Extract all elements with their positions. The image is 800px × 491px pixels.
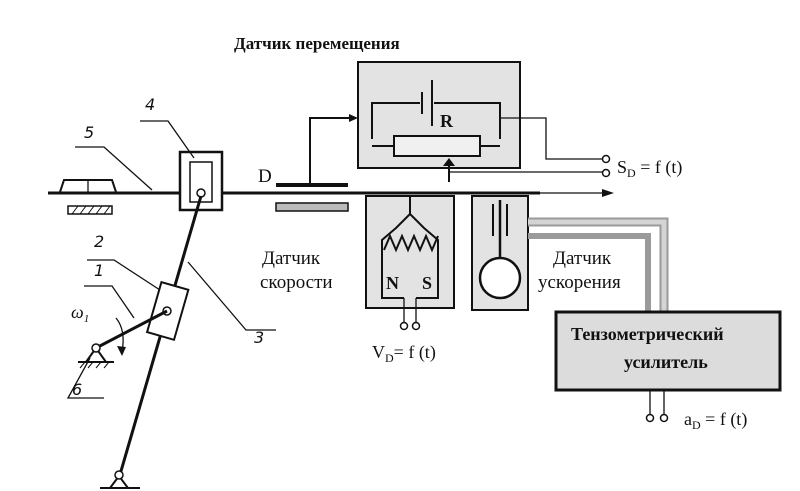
leader-6 (66, 357, 104, 399)
leader-4 (140, 120, 195, 159)
accel-sensor-label-1: Датчик (553, 248, 612, 269)
omega-arrow (117, 346, 126, 356)
leader-3 (187, 261, 276, 331)
link-number-2: 2 (94, 232, 104, 251)
displacement-sensor-title: Датчик перемещения (234, 34, 400, 53)
omega-label: ω1 (71, 302, 89, 325)
accel-cable-2 (528, 233, 651, 312)
link-number-1: 1 (94, 261, 104, 280)
velocity-sensor-label-2: скорости (260, 272, 333, 293)
rocker-link (117, 195, 203, 479)
rocker-pivot (114, 470, 124, 480)
armature-bottom (275, 202, 349, 212)
amplifier-label-1: Тензометрический (571, 324, 724, 344)
link-number-6: 6 (72, 380, 82, 399)
terminal-v-left (399, 321, 409, 331)
accel-equation: aD = f (t) (684, 409, 747, 432)
terminal-s-top (601, 154, 611, 164)
crank-link (95, 309, 168, 350)
accel-sensor-label-2: ускорения (538, 272, 621, 293)
resistor-label: R (440, 111, 454, 131)
slider-pin (196, 188, 206, 198)
displacement-equation: SD = f (t) (617, 157, 682, 180)
link-number-5: 5 (84, 123, 94, 142)
circuit-wire-right (434, 102, 501, 139)
link-number-3: 3 (254, 328, 264, 347)
tensometric-amplifier-box (554, 310, 782, 392)
leader-5 (75, 146, 153, 191)
potentiometer-resistor (393, 135, 481, 157)
magnet-right-arm (409, 213, 439, 299)
terminal-a-right (659, 413, 669, 423)
magnet-left-arm (381, 213, 411, 299)
accel-proof-mass (478, 256, 522, 300)
link-number-4: 4 (145, 95, 155, 114)
slider-block-inner (189, 161, 213, 203)
terminal-s-bottom (601, 168, 611, 178)
velocity-sensor-label-1: Датчик (262, 248, 321, 269)
output-wire-upper (500, 117, 602, 160)
leader-1 (84, 285, 135, 319)
displacement-link-arrow (349, 114, 358, 122)
crank-pivot (91, 343, 101, 353)
wiper-arrow (443, 158, 455, 166)
pole-s-label: S (422, 273, 432, 293)
velocity-coil (383, 233, 439, 253)
point-d-label: D (258, 166, 272, 187)
terminal-v-right (411, 321, 421, 331)
guide-ground (67, 205, 113, 215)
crank-ground-hatch (79, 361, 110, 369)
circuit-wire-left (371, 102, 420, 139)
armature-top (276, 183, 348, 187)
accel-cable-inner (528, 219, 667, 312)
terminal-a-left (645, 413, 655, 423)
amplifier-label-2: усилитель (624, 352, 708, 372)
guide-ground-hatch (71, 205, 111, 215)
rod-direction-arrow (602, 189, 614, 197)
displacement-link-wire (309, 117, 356, 184)
velocity-equation: VD= f (t) (372, 342, 436, 365)
leader-2 (87, 259, 161, 291)
pole-n-label: N (386, 273, 399, 293)
